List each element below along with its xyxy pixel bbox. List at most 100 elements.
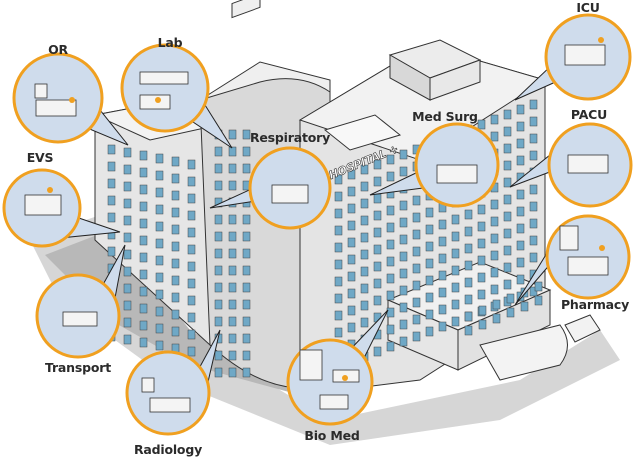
window (347, 169, 356, 180)
window (425, 326, 434, 337)
window (386, 341, 395, 352)
window (373, 244, 382, 255)
window (228, 333, 237, 344)
window (123, 164, 132, 175)
window (492, 313, 501, 324)
callout-radiology[interactable] (125, 350, 211, 436)
orange-accents (47, 37, 605, 381)
window (242, 214, 251, 225)
window (412, 246, 421, 257)
window (242, 146, 251, 157)
window (214, 214, 223, 225)
window (503, 194, 512, 205)
window (386, 256, 395, 267)
window (425, 207, 434, 218)
window (438, 219, 447, 230)
window (171, 173, 180, 184)
window (386, 171, 395, 182)
window (360, 181, 369, 192)
window (123, 283, 132, 294)
callout-lab[interactable] (120, 43, 210, 133)
window (425, 258, 434, 269)
callout-or[interactable] (12, 52, 104, 144)
window (214, 248, 223, 259)
window (464, 260, 473, 271)
window (242, 163, 251, 174)
window (347, 305, 356, 316)
window (503, 279, 512, 290)
window (242, 299, 251, 310)
window (123, 232, 132, 243)
window (107, 195, 116, 206)
window (438, 270, 447, 281)
window (451, 316, 460, 327)
window (386, 154, 395, 165)
window (516, 257, 525, 268)
window (412, 331, 421, 342)
window (360, 300, 369, 311)
window (399, 302, 408, 313)
window (171, 190, 180, 201)
window (123, 181, 132, 192)
window (490, 267, 499, 278)
window (242, 282, 251, 293)
window (334, 327, 343, 338)
window (529, 201, 538, 212)
window (139, 167, 148, 178)
label-lab: Lab (157, 35, 183, 50)
window (516, 274, 525, 285)
window (139, 235, 148, 246)
window (347, 186, 356, 197)
window (386, 307, 395, 318)
window (386, 273, 395, 284)
window (477, 204, 486, 215)
window (214, 163, 223, 174)
window (187, 295, 196, 306)
window (107, 212, 116, 223)
window (399, 319, 408, 330)
window (139, 320, 148, 331)
window (242, 316, 251, 327)
window (360, 215, 369, 226)
label-respiratory: Respiratory (249, 130, 331, 145)
window (214, 367, 223, 378)
window (107, 161, 116, 172)
window (187, 176, 196, 187)
window (399, 251, 408, 262)
window (155, 289, 164, 300)
window (334, 225, 343, 236)
window (360, 164, 369, 175)
window (360, 198, 369, 209)
window (107, 246, 116, 257)
window (516, 155, 525, 166)
window (334, 276, 343, 287)
window (334, 191, 343, 202)
window (242, 265, 251, 276)
window (516, 121, 525, 132)
window (123, 198, 132, 209)
window (123, 249, 132, 260)
window (171, 241, 180, 252)
window (155, 306, 164, 317)
window (478, 305, 487, 316)
window (386, 205, 395, 216)
window (171, 292, 180, 303)
window (516, 223, 525, 234)
window (360, 266, 369, 277)
window (187, 346, 196, 357)
window (214, 180, 223, 191)
window (516, 240, 525, 251)
window (503, 109, 512, 120)
window (464, 243, 473, 254)
window (187, 329, 196, 340)
window (360, 232, 369, 243)
window (425, 224, 434, 235)
window (529, 133, 538, 144)
window (214, 282, 223, 293)
window (242, 367, 251, 378)
window (529, 235, 538, 246)
window (107, 144, 116, 155)
window (399, 166, 408, 177)
window (171, 309, 180, 320)
window (412, 263, 421, 274)
